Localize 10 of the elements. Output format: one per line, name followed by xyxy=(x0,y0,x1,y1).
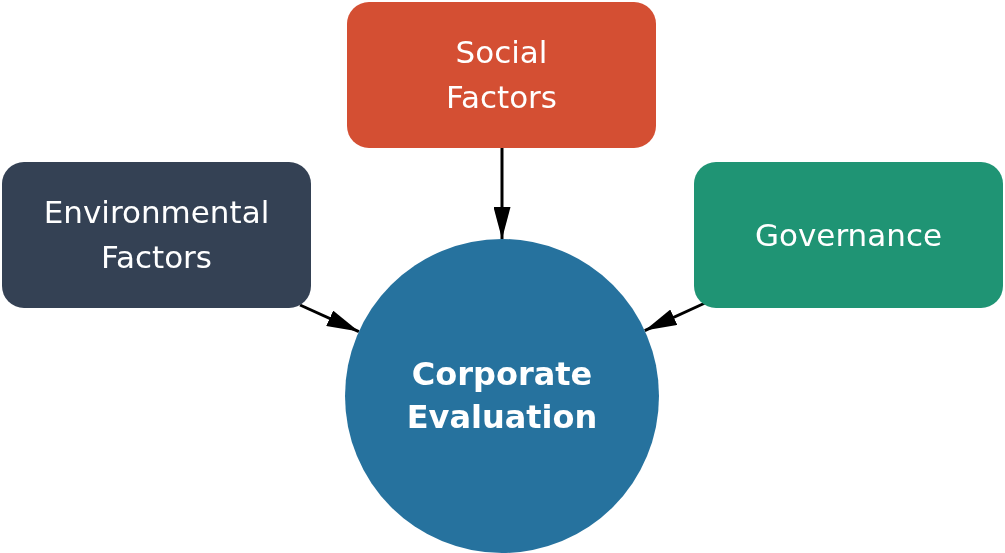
box-label: Environmental Factors xyxy=(42,193,271,277)
circle-label: Corporate Evaluation xyxy=(405,354,599,438)
arrow xyxy=(493,148,511,239)
arrow xyxy=(299,303,360,333)
box-label: Social Factors xyxy=(444,33,558,117)
arrow xyxy=(644,301,706,332)
factor-box xyxy=(347,2,656,148)
factor-box xyxy=(694,162,1003,308)
box-label: Governance xyxy=(755,215,942,255)
factor-box xyxy=(2,162,311,308)
